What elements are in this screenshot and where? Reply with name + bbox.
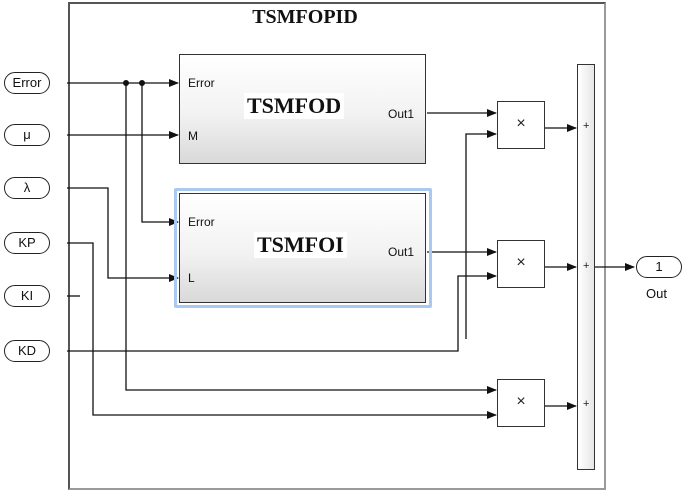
product-block-3[interactable]: × xyxy=(497,379,545,427)
tsmfoi-title: TSMFOI xyxy=(254,232,347,258)
product-block-1[interactable]: × xyxy=(497,101,545,149)
sum-sign-3: + xyxy=(583,398,590,410)
tsmfod-block[interactable]: Error M TSMFOD Out1 xyxy=(179,54,426,164)
wire-error-to-product3 xyxy=(125,83,497,394)
tsmfoi-input-error-label: Error xyxy=(188,215,215,229)
sum-sign-1: + xyxy=(583,120,590,132)
inport-lambda[interactable]: λ xyxy=(4,177,50,199)
tsmfod-output-label: Out1 xyxy=(388,107,415,121)
junction-dot xyxy=(139,80,145,86)
outport-label: Out xyxy=(646,286,667,301)
subsystem-title: TSMFOPID xyxy=(252,6,358,28)
tsmfod-input-error-label: Error xyxy=(188,76,215,90)
wire-error-to-tsmfoi xyxy=(141,83,179,226)
tsmfoi-input-l-label: L xyxy=(188,271,195,285)
wire-kd-to-product2 xyxy=(67,272,497,352)
inport-mu[interactable]: μ xyxy=(4,124,50,146)
selection-highlight xyxy=(174,188,432,308)
outport-1[interactable]: 1 xyxy=(636,256,682,278)
product-block-2[interactable]: × xyxy=(497,240,545,288)
inport-error[interactable]: Error xyxy=(4,72,50,94)
sum-block[interactable] xyxy=(577,64,595,470)
tsmfod-title: TSMFOD xyxy=(244,93,345,119)
junction-dot xyxy=(123,80,129,86)
inport-kd[interactable]: KD xyxy=(4,340,50,362)
tsmfoi-block[interactable]: Error L TSMFOI Out1 xyxy=(179,193,426,303)
tsmfoi-output-label: Out1 xyxy=(388,245,415,259)
wire-lambda-to-tsmfoi xyxy=(67,187,179,282)
inport-ki[interactable]: KI xyxy=(4,285,50,307)
sum-sign-2: + xyxy=(583,260,590,272)
wire-kp-to-product3 xyxy=(67,242,497,419)
inport-kp[interactable]: KP xyxy=(4,232,50,254)
tsmfod-input-m-label: M xyxy=(188,129,198,143)
wire-product1-in2 xyxy=(465,130,497,339)
